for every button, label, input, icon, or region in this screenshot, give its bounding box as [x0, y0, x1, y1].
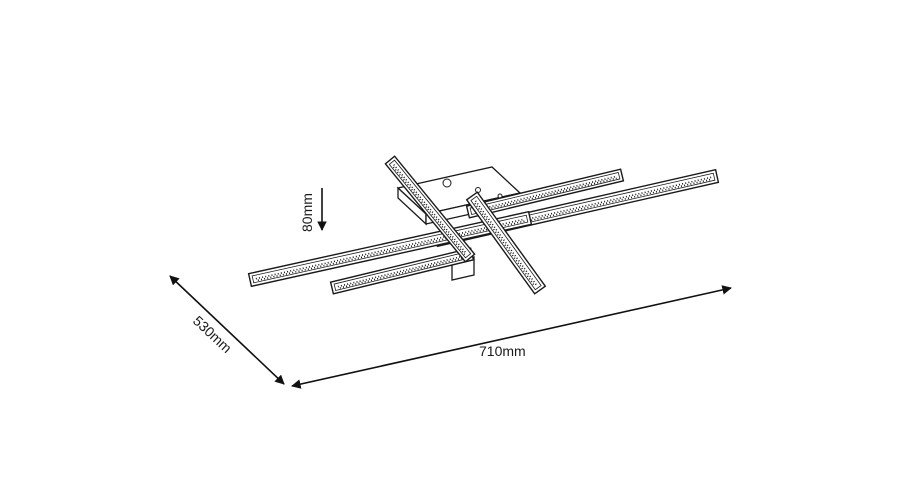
height-label: 80mm: [299, 193, 315, 232]
width-label: 710mm: [479, 343, 526, 359]
width-dimension: 710mm: [291, 285, 732, 389]
led-bar-back-upper: [465, 168, 625, 219]
led-bar-cross-left: [384, 155, 476, 263]
height-dimension: 80mm: [299, 188, 327, 232]
depth-label: 530mm: [190, 312, 235, 356]
led-bars: [247, 155, 720, 295]
depth-dimension: 530mm: [169, 275, 285, 385]
